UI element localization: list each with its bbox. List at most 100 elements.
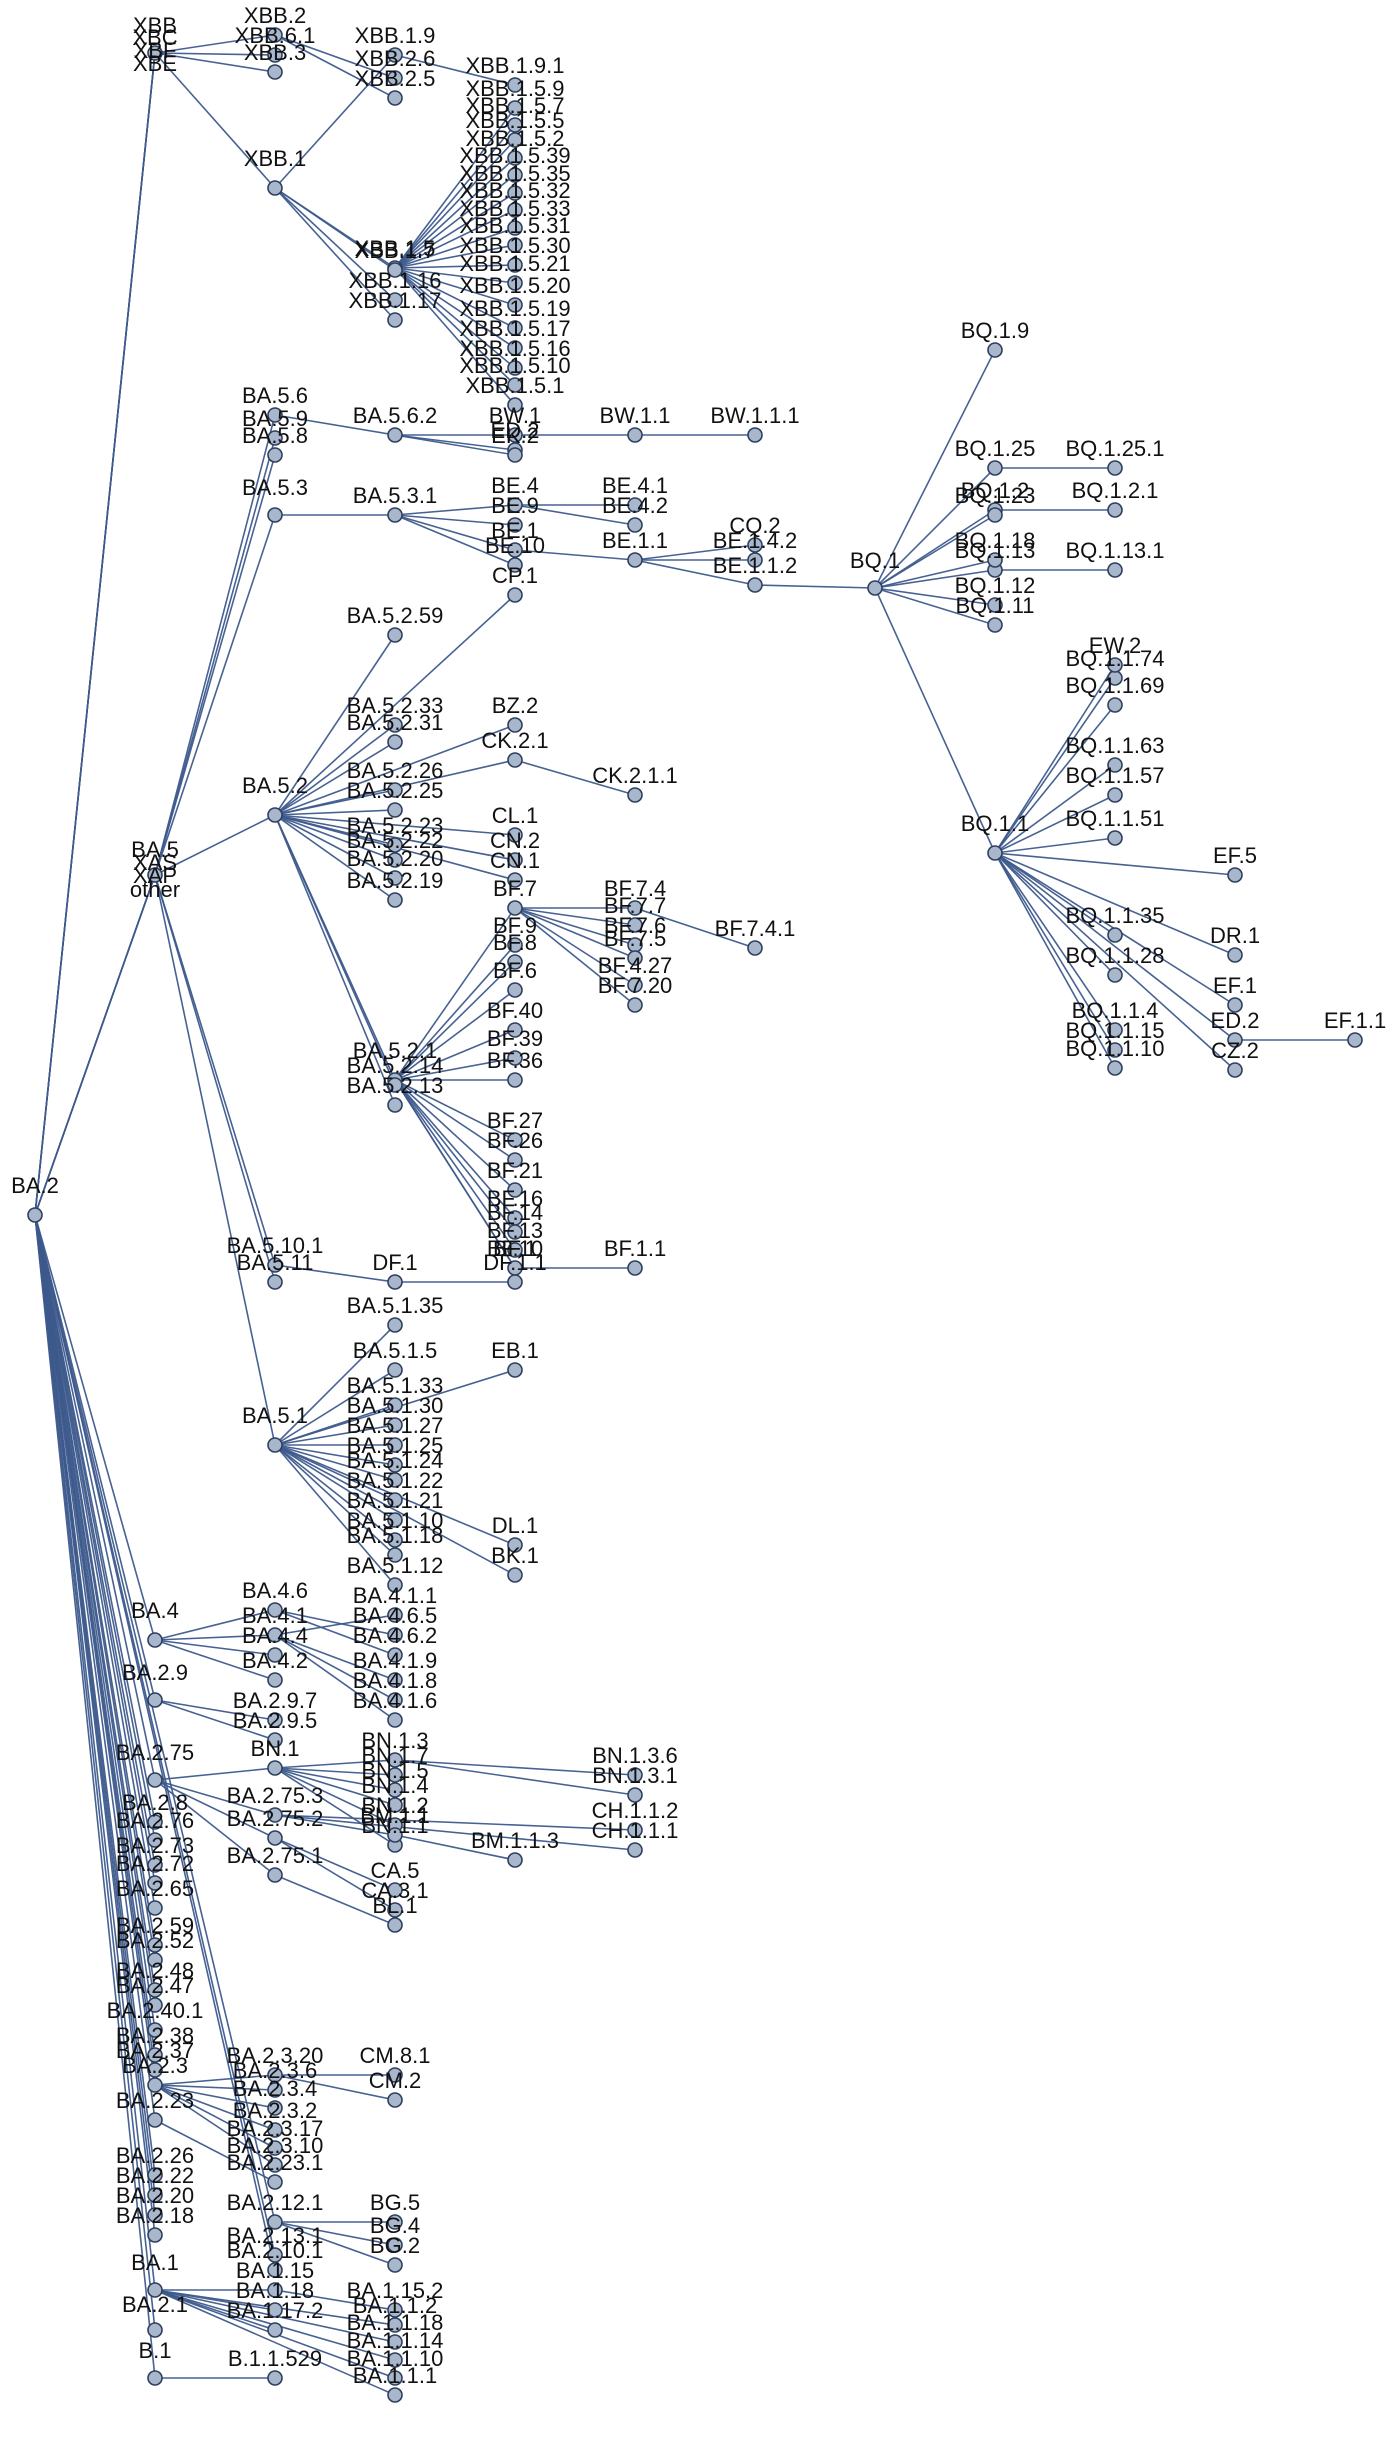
node-label: BF.7.7 bbox=[604, 893, 666, 918]
node-label: BA.2.59 bbox=[116, 1913, 194, 1938]
tree-edge bbox=[34, 1214, 156, 1909]
tree-labels: BA.2XBBXBCXBFXBEXBB.2XBB.6.1XBB.3XBB.1XB… bbox=[11, 3, 1386, 2388]
tree-node bbox=[267, 1712, 283, 1728]
node-label: BF.7.4 bbox=[604, 876, 666, 901]
node-label: BK.1 bbox=[491, 1543, 539, 1568]
tree-edge bbox=[274, 1814, 636, 1851]
tree-edge bbox=[394, 267, 516, 284]
tree-node bbox=[267, 2262, 283, 2278]
tree-node bbox=[147, 2047, 163, 2063]
tree-node bbox=[267, 2157, 283, 2173]
tree-node bbox=[387, 734, 403, 750]
tree-edge bbox=[34, 1214, 156, 1641]
tree-node bbox=[147, 2282, 163, 2298]
node-label: BQ.1.18 bbox=[955, 528, 1036, 553]
tree-edge bbox=[274, 187, 396, 271]
tree-node bbox=[387, 1782, 403, 1798]
tree-node bbox=[267, 2174, 283, 2190]
tree-node bbox=[507, 1152, 523, 1168]
tree-node bbox=[387, 2317, 403, 2333]
tree-node bbox=[267, 807, 283, 823]
node-label: BQ.1.1.10 bbox=[1065, 1036, 1164, 1061]
tree-node bbox=[507, 117, 523, 133]
node-label: XBB.1.5.17 bbox=[459, 316, 570, 341]
tree-node bbox=[387, 1672, 403, 1688]
node-label: BA.2.75.1 bbox=[227, 1843, 324, 1868]
tree-node bbox=[387, 1532, 403, 1548]
node-label: BN.1 bbox=[251, 1736, 300, 1761]
tree-node bbox=[147, 2022, 163, 2038]
node-label: XBB.1.5.19 bbox=[459, 296, 570, 321]
node-label: BF.13 bbox=[487, 1218, 543, 1243]
tree-edge bbox=[394, 434, 516, 451]
tree-edge bbox=[154, 1767, 276, 1781]
tree-node bbox=[747, 552, 763, 568]
tree-node bbox=[627, 950, 643, 966]
tree-node bbox=[267, 2067, 283, 2083]
tree-node bbox=[507, 132, 523, 148]
tree-node bbox=[507, 717, 523, 733]
node-label: XBB.1.5.5 bbox=[465, 108, 564, 133]
node-label: BA.2.40.1 bbox=[107, 1998, 204, 2023]
tree-edge bbox=[274, 414, 396, 436]
node-label: BA.2.75.3 bbox=[227, 1783, 324, 1808]
tree-edge bbox=[394, 1079, 516, 1269]
tree-node bbox=[267, 47, 283, 63]
node-label: BA.5.1.35 bbox=[347, 1293, 444, 1318]
node-label: BA.4.1.8 bbox=[353, 1668, 437, 1693]
tree-node bbox=[507, 427, 523, 443]
node-label: BA.4.6 bbox=[242, 1578, 308, 1603]
tree-node bbox=[387, 2067, 403, 2083]
tree-edge bbox=[394, 1834, 516, 1861]
node-label: BA.2.65 bbox=[116, 1876, 194, 1901]
node-label: DR.1 bbox=[1210, 923, 1260, 948]
tree-edge bbox=[34, 1214, 276, 2271]
tree-node bbox=[1227, 1032, 1243, 1048]
tree-edge bbox=[274, 789, 396, 816]
node-label: BA.4 bbox=[131, 1598, 179, 1623]
node-label: BF.1 bbox=[493, 1236, 537, 1261]
tree-node bbox=[267, 1437, 283, 1453]
node-label: BF.21 bbox=[487, 1158, 543, 1183]
tree-edge bbox=[154, 454, 276, 876]
node-label: BA.2.12.1 bbox=[227, 2190, 324, 2215]
tree-node bbox=[987, 552, 1003, 568]
tree-node bbox=[267, 1627, 283, 1643]
tree-edge bbox=[994, 837, 1116, 854]
node-label: XBB.2.6 bbox=[355, 46, 436, 71]
node-label: XBB.1.5.35 bbox=[459, 161, 570, 186]
tree-node bbox=[1107, 1022, 1123, 1038]
node-label: BN.1.5 bbox=[361, 1758, 428, 1783]
node-label: CP.1 bbox=[492, 563, 538, 588]
tree-edge bbox=[274, 1609, 396, 1656]
tree-edge bbox=[394, 504, 516, 516]
tree-node bbox=[627, 977, 643, 993]
tree-edge bbox=[34, 1214, 156, 1781]
tree-edge bbox=[514, 907, 636, 986]
node-label: XBB.1.5.20 bbox=[459, 273, 570, 298]
tree-edge bbox=[274, 1767, 396, 1791]
tree-node bbox=[507, 1224, 523, 1240]
node-label: BA.5.2.23 bbox=[347, 813, 444, 838]
tree-edge bbox=[274, 1767, 396, 1776]
tree-edge bbox=[394, 267, 516, 329]
node-label: XBB.1.5.2 bbox=[465, 126, 564, 151]
tree-node bbox=[507, 954, 523, 970]
tree-node bbox=[1107, 967, 1123, 983]
node-label: BW.1.1.1 bbox=[710, 403, 799, 428]
node-label: BQ.1.1.57 bbox=[1065, 763, 1164, 788]
tree-edge bbox=[994, 852, 1236, 1071]
tree-edge bbox=[394, 267, 516, 369]
tree-node bbox=[627, 427, 643, 443]
node-label: BF.39 bbox=[487, 1026, 543, 1051]
node-label: XBB.1.9.1 bbox=[465, 53, 564, 78]
tree-edge bbox=[514, 907, 636, 959]
tree-edge bbox=[274, 34, 396, 99]
node-label: BQ.1.1.74 bbox=[1065, 646, 1164, 671]
tree-edge bbox=[34, 1214, 156, 2236]
tree-edge bbox=[394, 514, 516, 566]
tree-edge bbox=[34, 52, 156, 1216]
tree-node bbox=[387, 1397, 403, 1413]
node-label: BA.2.73 bbox=[116, 1833, 194, 1858]
node-label: BE.1.1.2 bbox=[713, 553, 797, 578]
